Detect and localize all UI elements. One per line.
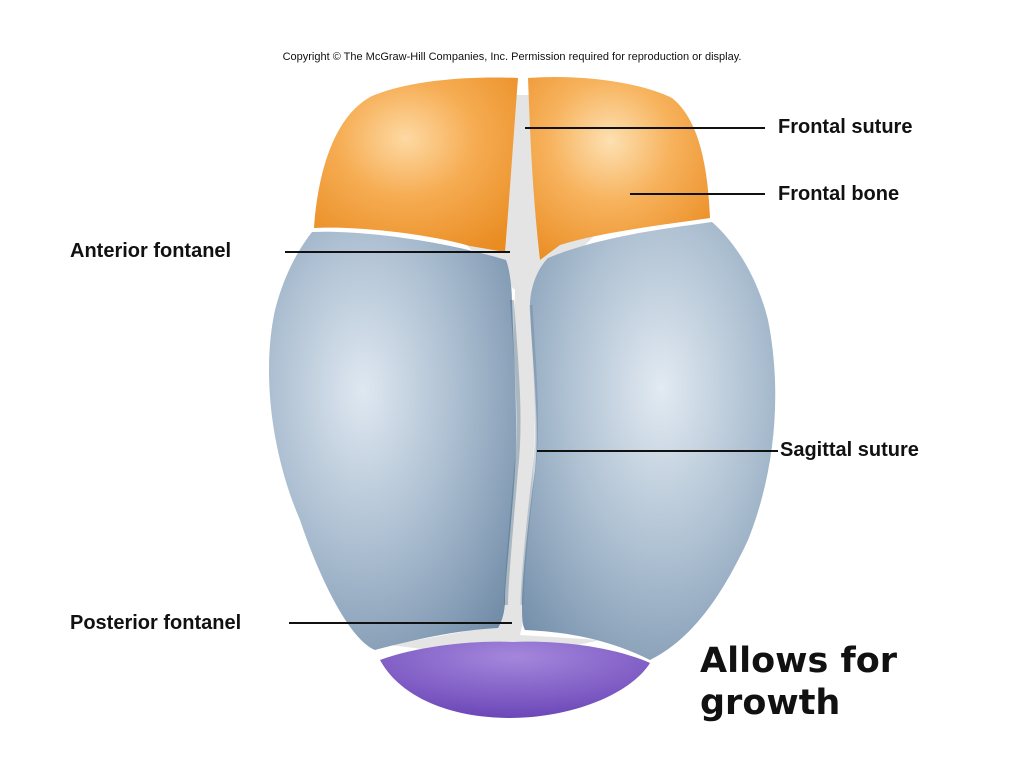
label-frontal-bone: Frontal bone xyxy=(778,183,900,205)
sagittal-suture-shadow-right xyxy=(520,304,539,606)
parietal-bone-right xyxy=(522,222,776,660)
label-sagittal-suture: Sagittal suture xyxy=(780,439,919,461)
frontal-bone-left xyxy=(314,77,518,253)
label-anterior-fontanel: Anterior fontanel xyxy=(70,240,232,262)
label-posterior-fontanel: Posterior fontanel xyxy=(70,612,242,634)
sagittal-suture-shadow xyxy=(504,299,521,606)
label-frontal-suture: Frontal suture xyxy=(778,116,913,138)
growth-note-line2: growth xyxy=(700,683,841,723)
frontal-bone-right xyxy=(528,76,710,260)
growth-note-line1: Allows for xyxy=(700,641,898,681)
copyright-notice: Copyright © The McGraw-Hill Companies, I… xyxy=(282,51,742,63)
parietal-bone-left xyxy=(268,231,517,650)
occipital-bone xyxy=(380,641,650,718)
growth-note: Allows for growth xyxy=(700,640,1000,724)
